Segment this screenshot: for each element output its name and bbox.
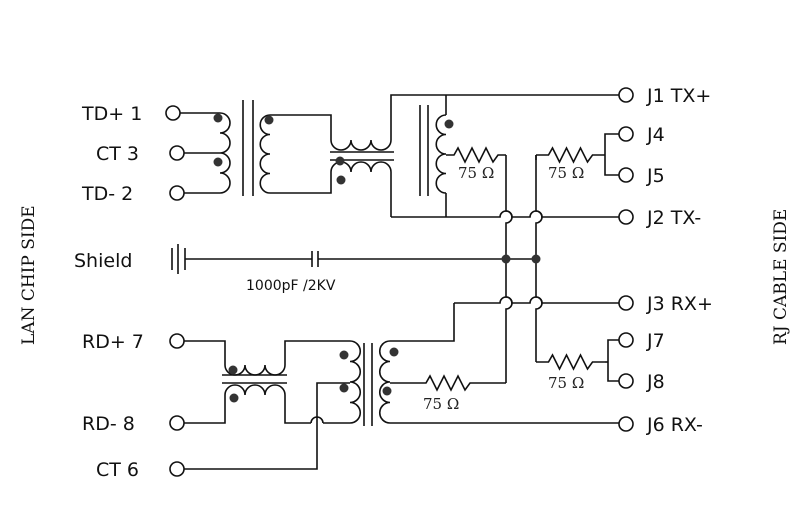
- wire: [284, 395, 311, 424]
- resistor-75-ohm: [446, 146, 506, 164]
- dot: [264, 115, 274, 125]
- resistor-75-ohm: [536, 353, 605, 371]
- rj-terminal: [618, 295, 634, 311]
- rj-cable-side-label: RJ CABLE SIDE: [771, 209, 791, 345]
- junction: [531, 254, 541, 264]
- pin-j8: J8: [646, 371, 665, 393]
- lan-chip-side-label: LAN CHIP SIDE: [19, 205, 39, 345]
- pin-j4: J4: [646, 124, 665, 146]
- pin-j5: J5: [646, 165, 665, 187]
- resistor-label: 75 Ω: [458, 164, 494, 182]
- dot: [213, 157, 223, 167]
- resistor-75-ohm: [536, 146, 605, 164]
- resistor-label: 75 Ω: [423, 395, 459, 413]
- pin-j3: J3 RX+: [646, 293, 713, 315]
- resistor-label: 75 Ω: [548, 374, 584, 392]
- coil: [224, 384, 286, 396]
- wire: [390, 94, 619, 140]
- dot: [339, 350, 349, 360]
- wire: [390, 303, 455, 342]
- wire: [184, 395, 226, 424]
- rj-terminal: [618, 373, 634, 389]
- wire: [284, 340, 350, 365]
- coil: [379, 340, 391, 424]
- rj-terminal: [618, 416, 634, 432]
- pin-td-plus: TD+ 1: [81, 103, 142, 125]
- rj-terminal: [618, 126, 634, 142]
- lan-terminal: [169, 145, 185, 161]
- dot: [339, 383, 349, 393]
- resistor-75-ohm: [390, 374, 506, 392]
- wire: [184, 382, 350, 470]
- pin-ct6: CT 6: [96, 459, 139, 481]
- pin-rd-minus: RD- 8: [82, 413, 135, 435]
- wire: [270, 114, 332, 140]
- rj-terminal: [618, 87, 634, 103]
- dot: [382, 386, 392, 396]
- dot: [335, 156, 345, 166]
- wire: [270, 172, 332, 194]
- lan-terminal: [165, 105, 181, 121]
- dot: [228, 365, 238, 375]
- rj-terminal: [618, 167, 634, 183]
- wire: [184, 340, 226, 365]
- dot: [389, 347, 399, 357]
- lan-terminal: [169, 461, 185, 477]
- pin-rd-plus: RD+ 7: [82, 331, 144, 353]
- rj-terminal: [618, 209, 634, 225]
- wire: [505, 155, 513, 383]
- pin-j1: J1 TX+: [646, 85, 711, 107]
- lan-terminal: [169, 185, 185, 201]
- pin-ct3: CT 3: [96, 143, 139, 165]
- dot: [213, 113, 223, 123]
- resistor-label: 75 Ω: [548, 164, 584, 182]
- dot: [336, 175, 346, 185]
- dot: [229, 393, 239, 403]
- capacitor-label: 1000pF /2KV: [246, 278, 336, 294]
- coil: [259, 114, 271, 194]
- pin-j2: J2 TX-: [646, 207, 701, 229]
- coil: [435, 114, 447, 194]
- wire: [454, 296, 619, 304]
- wire: [604, 133, 619, 176]
- lan-terminal: [169, 415, 185, 431]
- pin-shield: Shield: [74, 250, 132, 272]
- wire: [607, 339, 619, 382]
- junction: [501, 254, 511, 264]
- lan-terminal: [169, 333, 185, 349]
- coil: [330, 139, 392, 151]
- dot: [444, 119, 454, 129]
- pin-j7: J7: [646, 330, 665, 352]
- rj-terminal: [618, 332, 634, 348]
- pin-j6: J6 RX-: [646, 414, 703, 436]
- coil: [349, 340, 361, 424]
- pin-td-minus: TD- 2: [81, 183, 133, 205]
- wire: [391, 210, 619, 218]
- coil: [219, 112, 231, 194]
